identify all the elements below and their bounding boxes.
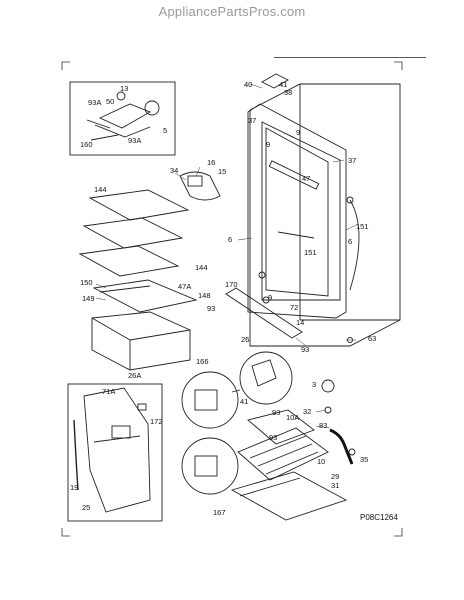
crisper-drawers bbox=[91, 311, 191, 371]
wire-shelves bbox=[78, 189, 198, 313]
callout-32: 32 bbox=[303, 407, 311, 416]
callout-148: 148 bbox=[198, 291, 211, 300]
callout-72: 72 bbox=[290, 303, 298, 312]
header-rule bbox=[274, 57, 426, 58]
callout-93: 93 bbox=[269, 433, 277, 442]
cabinet-body bbox=[249, 83, 401, 347]
callout-9: 9 bbox=[268, 293, 272, 302]
callout-31: 31 bbox=[331, 481, 339, 490]
callout-167: 167 bbox=[213, 508, 226, 517]
callout-160: 160 bbox=[80, 140, 93, 149]
callout-5: 5 bbox=[163, 126, 167, 135]
door-hinge bbox=[179, 171, 221, 201]
callout-93: 93 bbox=[272, 408, 280, 417]
site-watermark: AppliancePartsPros.com bbox=[158, 4, 306, 19]
callout-151: 151 bbox=[356, 222, 369, 231]
callout-144: 144 bbox=[195, 263, 208, 272]
callout-41: 41 bbox=[279, 80, 287, 89]
diagram-code: P08C1264 bbox=[360, 513, 398, 522]
callout-37: 37 bbox=[348, 156, 356, 165]
callout-150: 150 bbox=[80, 278, 93, 287]
callout-38: 38 bbox=[284, 88, 292, 97]
callout-6: 6 bbox=[348, 237, 352, 246]
callout-26a: 26A bbox=[128, 371, 141, 380]
callout-19: 19 bbox=[70, 483, 78, 492]
callout-labels: 40 41 38 9 9 37 37 13 93A 50 5 93A 160 3… bbox=[70, 80, 376, 517]
callout-172: 172 bbox=[150, 417, 163, 426]
callout-25: 25 bbox=[82, 503, 90, 512]
callout-149: 149 bbox=[82, 294, 95, 303]
callout-35: 35 bbox=[360, 455, 368, 464]
callout-16: 16 bbox=[207, 158, 215, 167]
callout-170: 170 bbox=[225, 280, 238, 289]
callout-9: 9 bbox=[266, 140, 270, 149]
callout-3: 3 bbox=[312, 380, 316, 389]
diagram-frame bbox=[61, 61, 403, 537]
callout-47a: 47A bbox=[178, 282, 191, 291]
callout-14: 14 bbox=[296, 318, 304, 327]
callout-26: 26 bbox=[241, 335, 249, 344]
callout-93: 93 bbox=[301, 345, 309, 354]
leader-lines bbox=[95, 83, 359, 429]
callout-93a: 93A bbox=[128, 136, 141, 145]
callout-13: 13 bbox=[120, 84, 128, 93]
callout-10a: 10A bbox=[286, 413, 299, 422]
drain-pan-assembly bbox=[230, 379, 356, 521]
callout-63: 63 bbox=[368, 334, 376, 343]
callout-41: 41 bbox=[240, 397, 248, 406]
door-liner bbox=[247, 73, 347, 319]
callout-34: 34 bbox=[170, 166, 178, 175]
callout-10: 10 bbox=[317, 457, 325, 466]
callout-151: 151 bbox=[304, 248, 317, 257]
callout-15: 15 bbox=[218, 167, 226, 176]
callout-144: 144 bbox=[94, 185, 107, 194]
detail-circles bbox=[181, 351, 293, 495]
door-panel-inset bbox=[67, 383, 163, 522]
callout-50: 50 bbox=[106, 97, 114, 106]
callout-93: 93 bbox=[207, 304, 215, 313]
callout-47: 47 bbox=[302, 174, 310, 183]
callout-9: 9 bbox=[296, 128, 300, 137]
callout-6: 6 bbox=[228, 235, 232, 244]
callout-93a: 93A bbox=[88, 98, 101, 107]
callout-40: 40 bbox=[244, 80, 252, 89]
callout-29: 29 bbox=[331, 472, 339, 481]
callout-166: 166 bbox=[196, 357, 209, 366]
control-assembly-inset bbox=[69, 81, 176, 156]
callout-37: 37 bbox=[248, 116, 256, 125]
callout-71a: 71A bbox=[102, 387, 115, 396]
callout-83: 83 bbox=[319, 421, 327, 430]
